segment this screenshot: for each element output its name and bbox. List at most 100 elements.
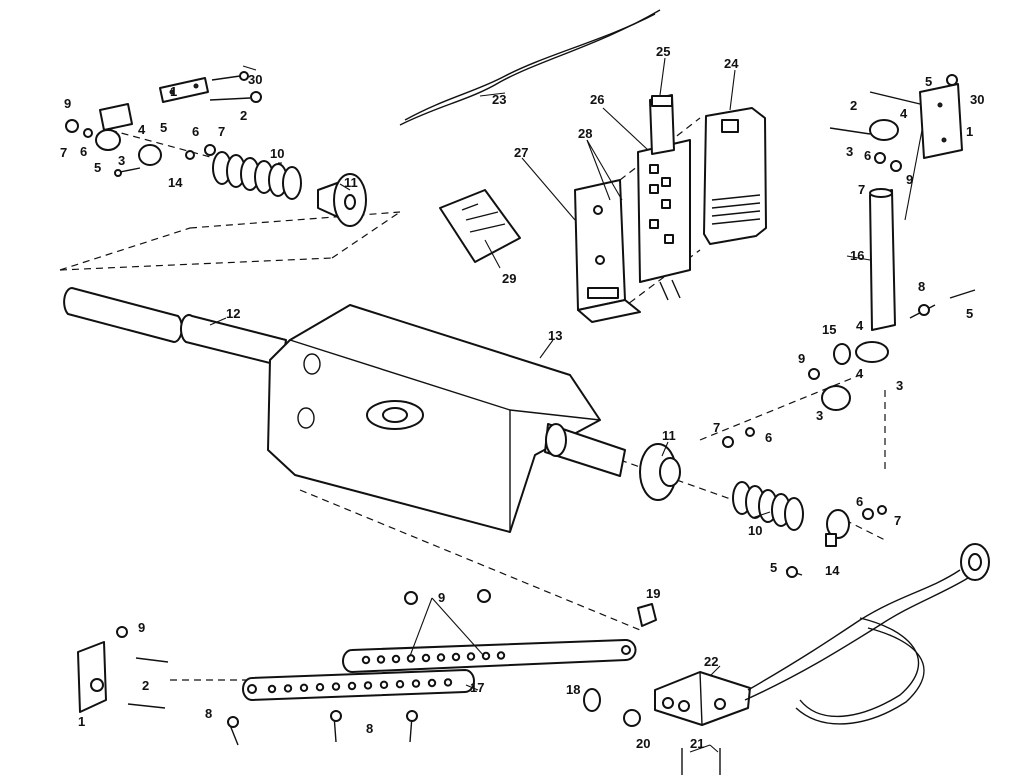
callout-label: 22 <box>704 654 718 669</box>
rail-hole <box>496 651 506 660</box>
callout-label: 4 <box>856 318 864 333</box>
spring-top <box>212 151 302 200</box>
rail-hole <box>361 655 371 665</box>
callout-label: 7 <box>60 145 67 160</box>
rail-hole <box>379 680 389 689</box>
callout-label: 8 <box>366 721 373 736</box>
callout-label: 9 <box>906 172 913 187</box>
rail-holes <box>267 651 506 694</box>
callout-label: 5 <box>966 306 973 321</box>
junction-box-and-cord <box>623 543 990 775</box>
rail-hole <box>391 654 401 664</box>
control-panel-chassis <box>574 179 641 323</box>
rail-hole <box>395 680 405 689</box>
callout-label: 10 <box>748 523 762 538</box>
callout-label: 14 <box>825 563 840 578</box>
callout-label: 7 <box>858 182 865 197</box>
right-hanger-assembly <box>808 74 976 411</box>
rail-nuts <box>404 589 491 605</box>
callout-label: 1 <box>170 84 177 99</box>
callout-label: 15 <box>822 322 836 337</box>
callout-label: 11 <box>662 428 676 443</box>
callout-label: 17 <box>470 680 484 695</box>
callout-label: 30 <box>248 72 262 87</box>
callout-label: 12 <box>226 306 240 321</box>
rail-hole <box>481 651 491 661</box>
clamp-lower-right <box>785 505 887 578</box>
callout-label: 16 <box>850 248 864 263</box>
rail-bolts <box>227 710 418 746</box>
callout-label: 3 <box>846 144 853 159</box>
rail-hole <box>363 681 373 690</box>
rail-hole <box>427 678 437 688</box>
callout-label: 9 <box>438 590 445 605</box>
instruction-card <box>439 189 521 263</box>
callout-label: 26 <box>590 92 604 107</box>
callout-label: 7 <box>894 513 901 528</box>
callout-label: 4 <box>856 366 864 381</box>
callout-label: 4 <box>900 106 908 121</box>
rail-hole <box>421 653 431 663</box>
rail-hole <box>451 652 461 662</box>
callout-label: 13 <box>548 328 562 343</box>
callout-label: 6 <box>192 124 199 139</box>
callout-label: 3 <box>118 153 125 168</box>
callout-label: 2 <box>142 678 149 693</box>
callout-label: 6 <box>856 494 863 509</box>
callout-label: 14 <box>168 175 183 190</box>
callout-label: 28 <box>578 126 592 141</box>
callout-label: 3 <box>896 378 903 393</box>
hook-and-pin <box>583 603 657 712</box>
rail-hole <box>267 684 277 694</box>
callout-label: 6 <box>765 430 772 445</box>
hardware-nuts-middle <box>722 427 755 448</box>
callout-label: 1 <box>78 714 85 729</box>
callout-label: 24 <box>724 56 739 71</box>
callout-label: 5 <box>160 120 167 135</box>
control-cover <box>703 107 767 245</box>
callout-label: 6 <box>80 144 87 159</box>
upper-left-hanger-bracket <box>65 71 262 177</box>
callout-label: 23 <box>492 92 506 107</box>
callout-labels: 1 2 3 4 5 6 7 9 6 7 5 14 10 11 30 23 25 … <box>60 44 984 751</box>
callout-label: 9 <box>64 96 71 111</box>
support-tube <box>63 287 287 367</box>
rail-hole <box>443 678 453 687</box>
rail-hole <box>436 653 446 662</box>
callout-leaders <box>209 57 923 753</box>
callout-label: 18 <box>566 682 580 697</box>
rail-hole <box>347 681 357 691</box>
callout-label: 3 <box>816 408 823 423</box>
motor-unit <box>267 304 626 533</box>
callout-label: 7 <box>713 420 720 435</box>
callout-label: 11 <box>344 175 358 190</box>
sprocket-cone-lower <box>639 443 681 501</box>
callout-label: 30 <box>970 92 984 107</box>
callout-label: 19 <box>646 586 660 601</box>
callout-label: 25 <box>656 44 670 59</box>
lower-left-bracket <box>77 626 169 713</box>
callout-label: 9 <box>798 351 805 366</box>
mounting-strap <box>649 94 675 155</box>
callout-label: 2 <box>240 108 247 123</box>
callout-label: 5 <box>94 160 101 175</box>
rail-hole <box>283 684 293 693</box>
wire-harness <box>399 9 661 126</box>
callout-label: 5 <box>925 74 932 89</box>
rail-hole <box>466 652 476 661</box>
callout-label: 5 <box>770 560 777 575</box>
callout-label: 29 <box>502 271 516 286</box>
callout-label: 8 <box>205 706 212 721</box>
callout-label: 7 <box>218 124 225 139</box>
sprocket-cone-top <box>317 173 367 227</box>
callout-label: 8 <box>918 279 925 294</box>
rail-hole <box>406 654 416 663</box>
callout-label: 10 <box>270 146 284 161</box>
spring-lower <box>732 481 804 531</box>
callout-label: 20 <box>636 736 650 751</box>
callout-label: 27 <box>514 145 528 160</box>
rail-hole <box>331 682 341 691</box>
callout-label: 2 <box>850 98 857 113</box>
